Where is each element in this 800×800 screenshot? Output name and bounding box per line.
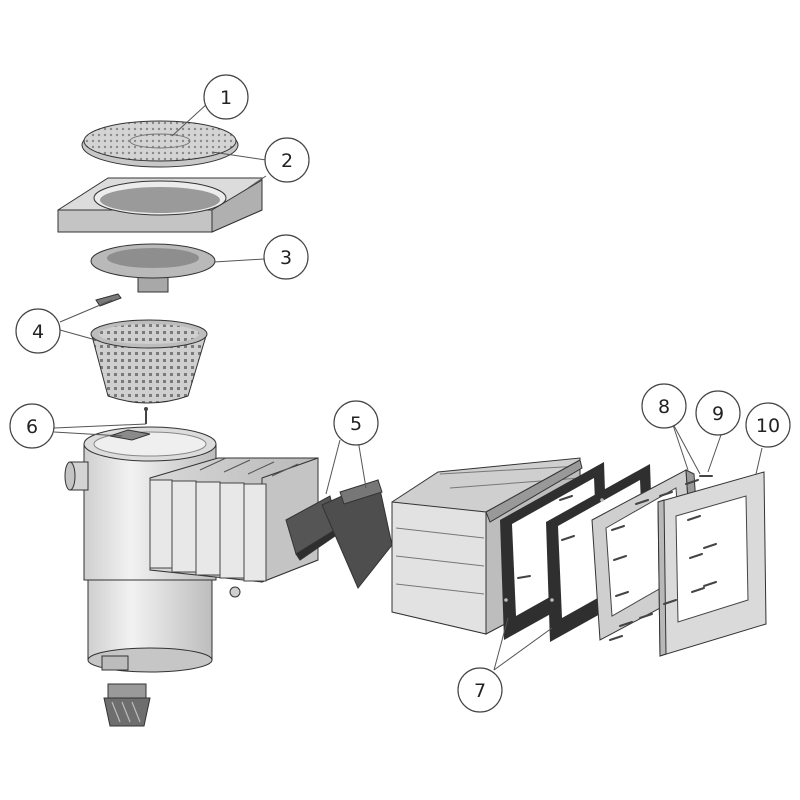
callout-1: 1 [203, 74, 249, 120]
callout-5-label: 5 [350, 413, 362, 435]
callout-7-label: 7 [474, 680, 486, 702]
part-9-screws [517, 475, 717, 641]
callout-7: 7 [457, 667, 503, 713]
callout-2-label: 2 [281, 150, 293, 172]
callout-3-label: 3 [280, 247, 292, 269]
callout-6: 6 [9, 403, 55, 449]
callout-3: 3 [263, 234, 309, 280]
callout-2: 2 [264, 137, 310, 183]
skimmer-body [64, 426, 319, 673]
part-4-basket [90, 293, 208, 404]
callout-6-label: 6 [26, 416, 38, 438]
leader-lines [53, 102, 763, 671]
part-10-face-frame [657, 471, 767, 657]
callout-4: 4 [15, 308, 61, 354]
callout-9-label: 9 [712, 403, 724, 425]
part-5-flaps [285, 479, 393, 589]
part-2-frame [57, 177, 263, 233]
callout-8-label: 8 [658, 396, 670, 418]
callout-4-label: 4 [32, 321, 44, 343]
callout-8: 8 [641, 383, 687, 429]
part-3-disc [90, 243, 216, 293]
part-1-lid [81, 120, 239, 168]
callout-1-label: 1 [220, 87, 232, 109]
callout-10-label: 10 [756, 415, 780, 437]
callout-9: 9 [695, 390, 741, 436]
callout-10: 10 [745, 402, 791, 448]
part-6-pin [144, 407, 148, 424]
bottom-fitting [103, 683, 151, 727]
callout-5: 5 [333, 400, 379, 446]
